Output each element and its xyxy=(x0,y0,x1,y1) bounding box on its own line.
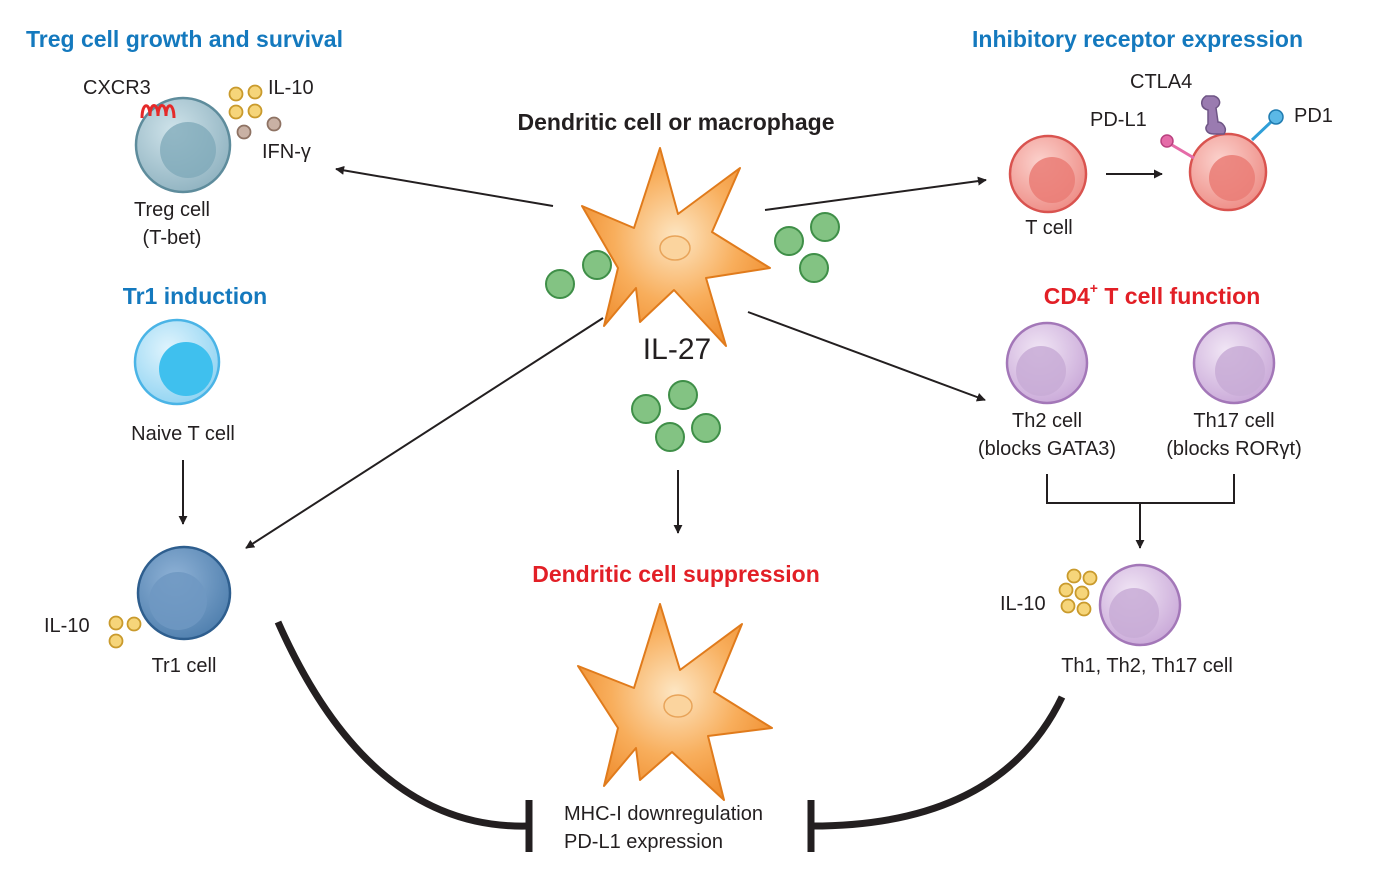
label-th2-block: (blocks GATA3) xyxy=(977,438,1117,460)
pdl1-receptor-icon xyxy=(1160,134,1195,160)
title-dc-suppression: Dendritic cell suppression xyxy=(532,561,820,587)
arrow-to-t-cell xyxy=(764,176,987,211)
ctla4-receptor-icon xyxy=(1201,95,1227,135)
arrow-to-tr1 xyxy=(245,317,604,549)
arrow-to-treg xyxy=(335,165,554,207)
th17-cell xyxy=(1192,321,1276,405)
label-tbet: (T-bet) xyxy=(142,227,202,249)
label-th17-cell: Th17 cell xyxy=(1193,410,1275,432)
label-il10-th: IL-10 xyxy=(1000,593,1046,615)
il10-dots-tr1 xyxy=(108,615,142,649)
inhibition-curve-left xyxy=(274,620,529,830)
activated-t-cell xyxy=(1188,132,1268,212)
label-th-all: Th1, Th2, Th17 cell xyxy=(1061,655,1233,677)
title-cd4-function: CD4+ T cell function xyxy=(1043,280,1261,309)
th2-th17-merge-bracket xyxy=(1046,474,1235,504)
label-pdl1: PD-L1 xyxy=(1090,109,1147,131)
il27-dots xyxy=(545,212,840,452)
label-ifng: IFN-γ xyxy=(262,141,311,163)
inhibition-curve-right xyxy=(811,695,1066,830)
ifng-dots xyxy=(236,116,282,140)
t-cell xyxy=(1008,134,1088,214)
th-all-cell xyxy=(1098,563,1182,647)
title-treg-growth: Treg cell growth and survival xyxy=(26,26,343,52)
label-naive-t-cell: Naive T cell xyxy=(131,423,235,445)
label-cxcr3: CXCR3 xyxy=(83,77,151,99)
il10-dots-th xyxy=(1058,568,1098,617)
il10-dots-top xyxy=(228,84,263,120)
label-th2-cell: Th2 cell xyxy=(1011,410,1083,432)
cxcr3-receptor-icon xyxy=(140,104,176,119)
label-il27: IL-27 xyxy=(642,333,712,366)
title-center-source: Dendritic cell or macrophage xyxy=(517,109,835,135)
label-pd1: PD1 xyxy=(1294,105,1333,127)
dendritic-cell-nucleus xyxy=(659,235,691,261)
label-tr1-cell: Tr1 cell xyxy=(151,655,217,677)
label-il10-top: IL-10 xyxy=(268,77,314,99)
dendritic-cell-suppressed-nucleus xyxy=(663,694,693,718)
th2-cell xyxy=(1005,321,1089,405)
label-treg-cell: Treg cell xyxy=(134,199,210,221)
treg-cell xyxy=(134,96,232,194)
naive-t-cell xyxy=(133,318,221,406)
label-th17-block: (blocks RORγt) xyxy=(1166,438,1302,460)
pd1-receptor-icon xyxy=(1250,109,1284,142)
label-il10-tr1: IL-10 xyxy=(44,615,90,637)
tr1-cell xyxy=(136,545,232,641)
title-inhibitory-receptor: Inhibitory receptor expression xyxy=(972,26,1304,52)
label-mhc-downregulation: MHC-I downregulation xyxy=(564,803,763,825)
title-tr1-induction: Tr1 induction xyxy=(122,283,268,309)
arrow-to-th2 xyxy=(747,311,986,402)
label-ctla4: CTLA4 xyxy=(1130,71,1193,93)
label-pdl1-expression: PD-L1 expression xyxy=(564,831,723,853)
label-t-cell: T cell xyxy=(1025,217,1073,239)
